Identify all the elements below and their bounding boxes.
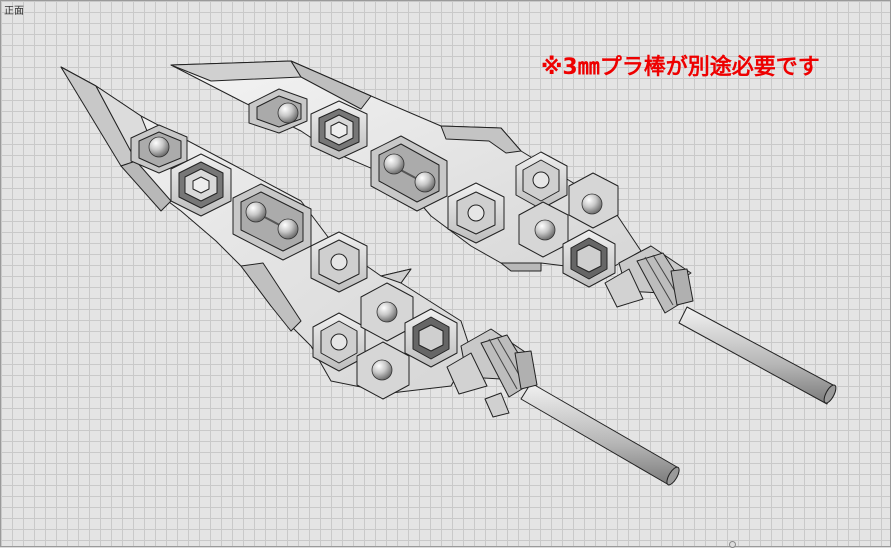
- rod-upper: [678, 306, 837, 405]
- rod-lower: [520, 382, 680, 486]
- ball-joint-icon: [277, 218, 299, 240]
- ball-joint-icon: [383, 153, 405, 175]
- ball-joints-lower: [148, 136, 398, 381]
- annotation-text: ※3㎜プラ棒が別途必要です: [541, 55, 820, 80]
- connector-upper: [604, 245, 694, 314]
- ball-joint-icon: [245, 201, 267, 223]
- ball-joint-icon: [148, 136, 170, 158]
- ball-joint-icon: [414, 171, 436, 193]
- connector-lower: [446, 328, 538, 418]
- ball-joint-icon: [534, 219, 556, 241]
- ball-joint-icon: [376, 301, 398, 323]
- ball-joint-icon: [371, 359, 393, 381]
- ball-joints-upper: [277, 102, 603, 241]
- ball-joint-icon: [581, 193, 603, 215]
- ball-joint-icon: [277, 102, 299, 124]
- view-name-label: 正面: [4, 6, 24, 17]
